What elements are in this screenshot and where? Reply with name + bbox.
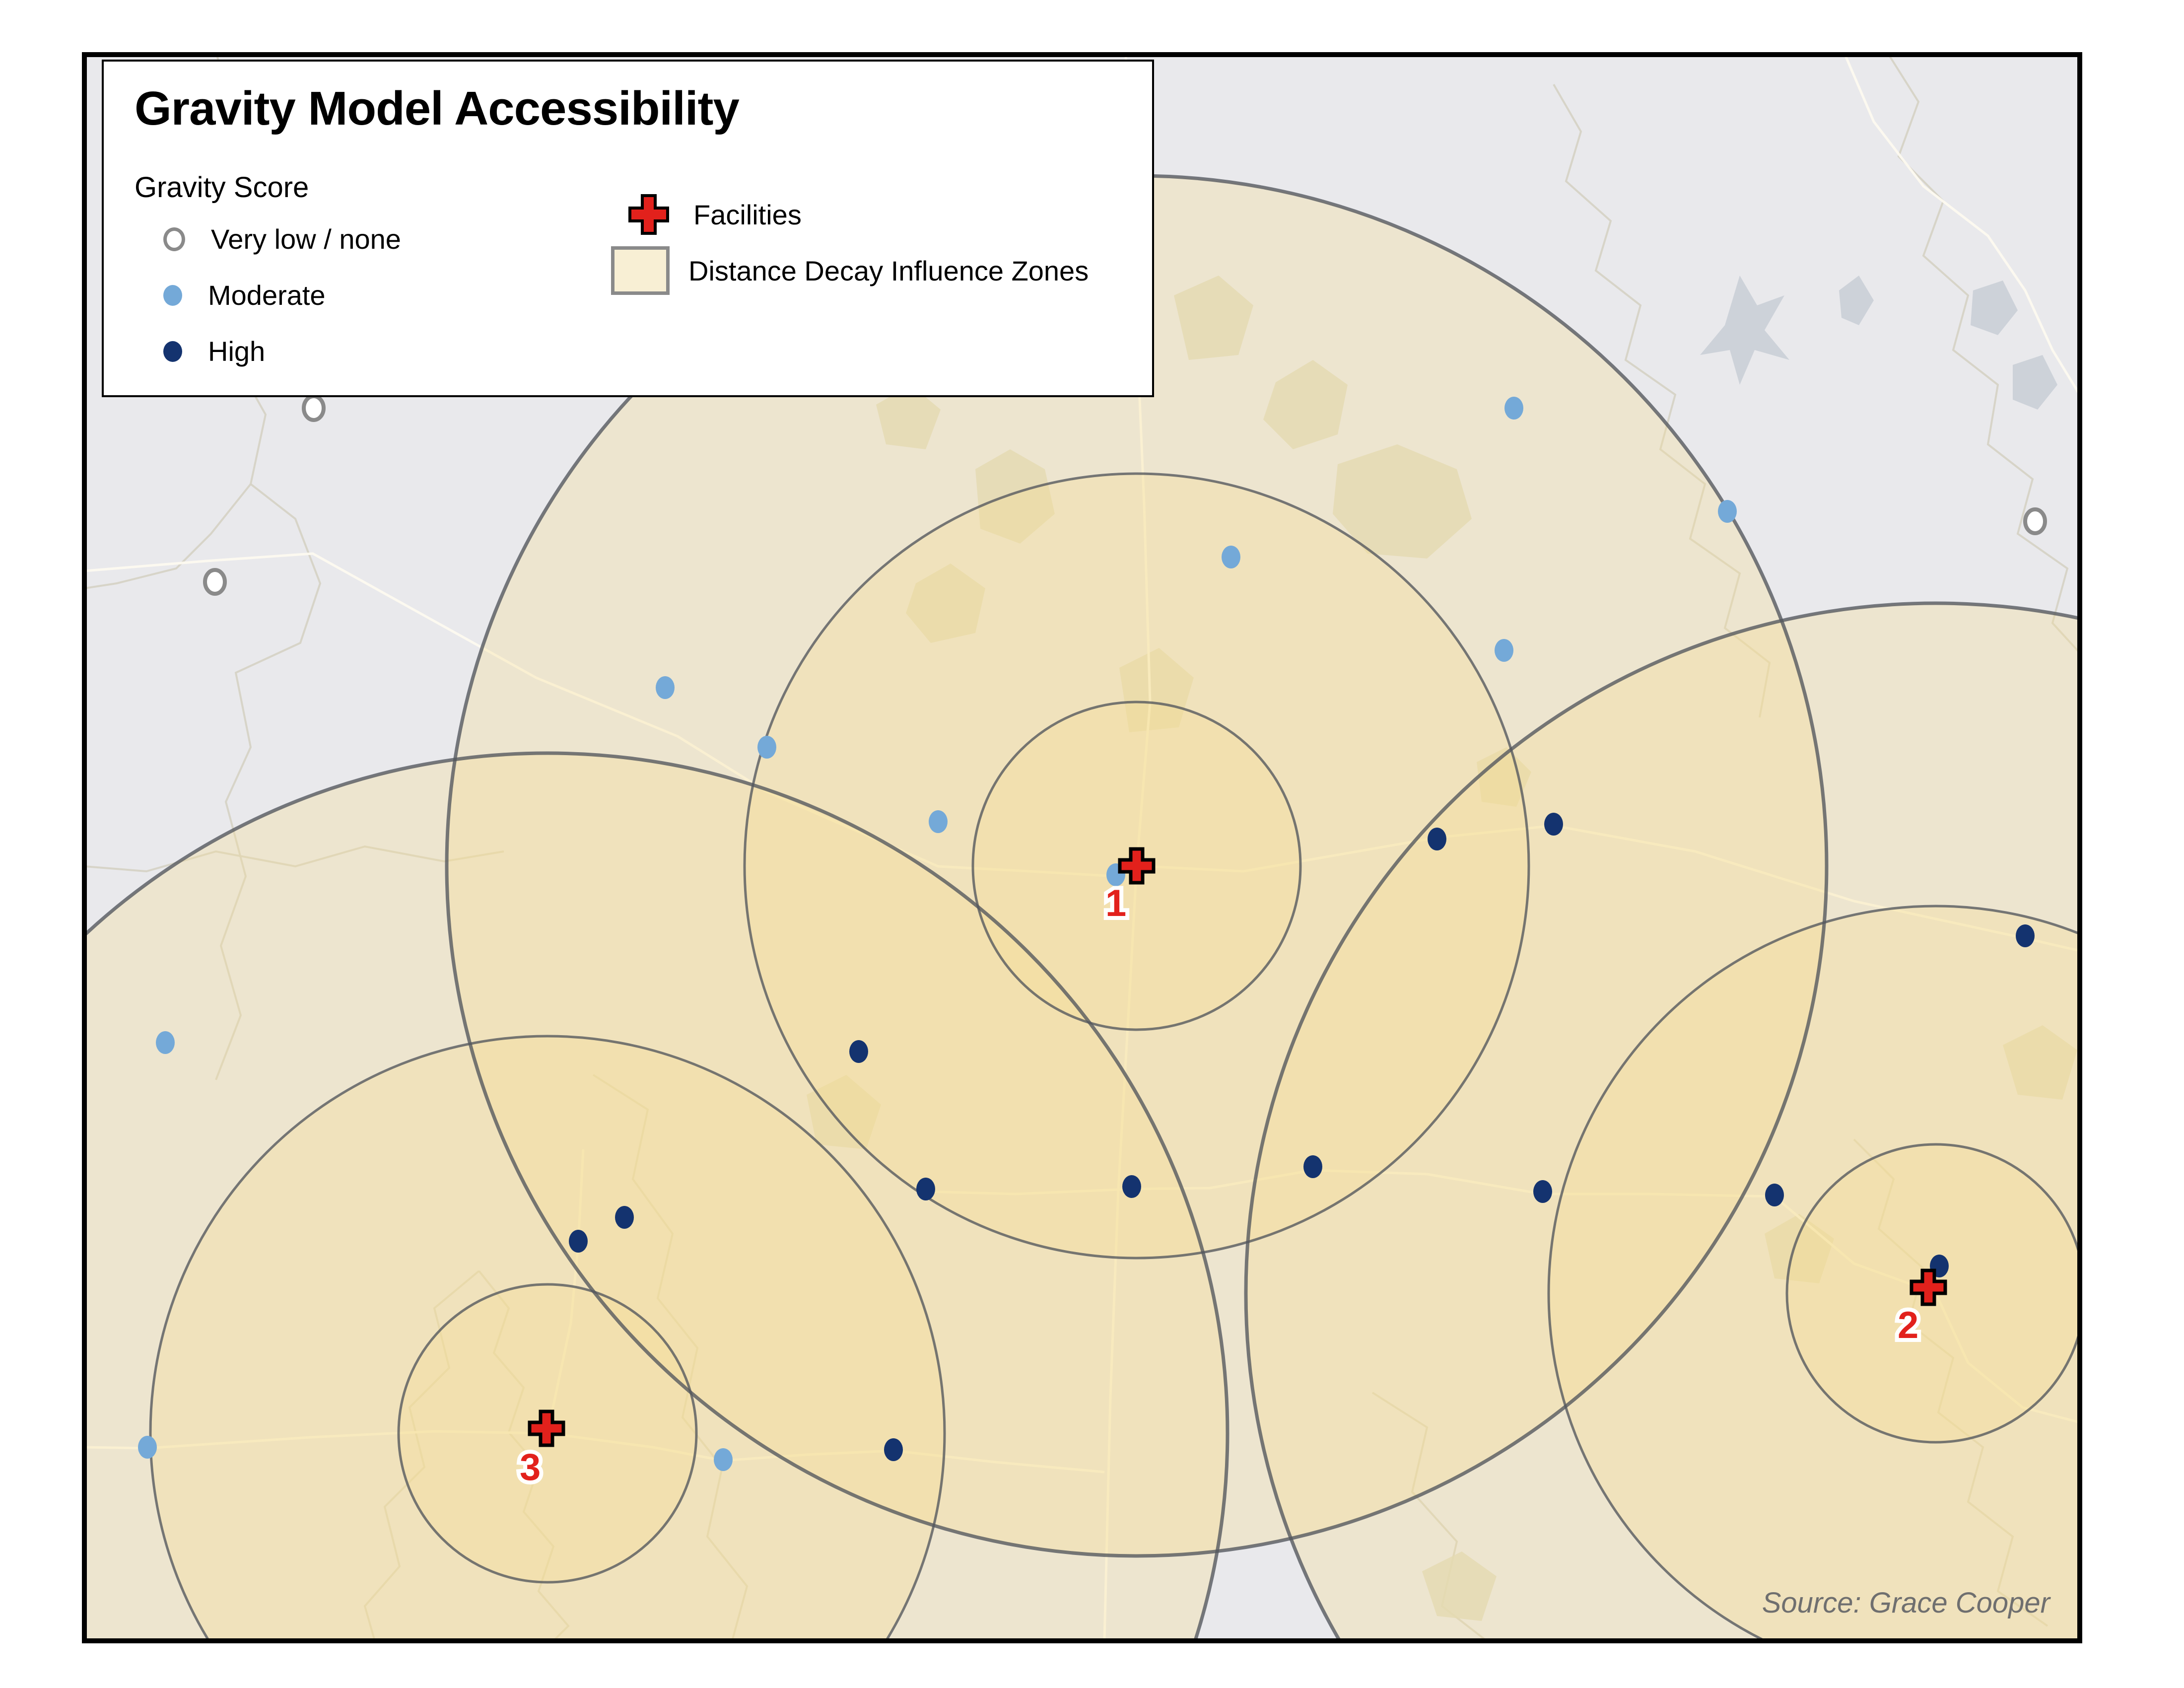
- legend-item-label: Very low / none: [211, 223, 401, 255]
- demand-point-high: [615, 1206, 634, 1229]
- map-frame: 1 2 3 Gravity Model Accessibility Gravity …: [82, 52, 2082, 1643]
- legend: Gravity Model Accessibility Gravity Scor…: [102, 60, 1154, 397]
- legend-item-facilities: Facilities: [626, 192, 802, 237]
- legend-item-zones: Distance Decay Influence Zones: [611, 246, 1089, 295]
- road-line: [1934, 1292, 2077, 1423]
- legend-item-label: Distance Decay Influence Zones: [688, 255, 1089, 286]
- vegetation-patch: [1333, 444, 1472, 559]
- influence-zone-fill-2: [1246, 603, 2077, 1638]
- demand-point-moderate: [1504, 397, 1523, 420]
- influence-ring-3: [87, 751, 1229, 1638]
- influence-zone-fill-3: [87, 753, 1228, 1638]
- gravity-score-heading: Gravity Score: [135, 171, 309, 204]
- demand-point-high: [1765, 1184, 1784, 1206]
- demand-point-high: [1303, 1155, 1322, 1178]
- road-line: [1844, 57, 2077, 393]
- demand-point-high: [1122, 1175, 1141, 1198]
- facility-marker-1: [1118, 847, 1156, 885]
- admin-boundary-line: [87, 845, 504, 873]
- demand-point-moderate: [1718, 500, 1737, 523]
- influence-ring-2: [1785, 1143, 2077, 1444]
- legend-item-moderate: Moderate: [163, 279, 326, 311]
- water-patch: [1839, 276, 1874, 325]
- demand-point-high: [1533, 1180, 1552, 1203]
- vegetation-patch: [876, 385, 941, 449]
- admin-boundary-line: [215, 483, 322, 1080]
- vegetation-patch: [906, 563, 985, 643]
- admin-boundary-line: [1853, 1138, 2048, 1627]
- demand-point-moderate: [1495, 639, 1513, 662]
- demand-point-very-low: [302, 394, 326, 422]
- influence-ring-3: [397, 1283, 698, 1584]
- facility-label-1: 1: [1105, 882, 1126, 924]
- admin-boundary-line: [478, 1270, 570, 1638]
- legend-item-label: Moderate: [208, 280, 326, 311]
- influence-ring-1: [743, 472, 1530, 1260]
- road-line: [1136, 824, 2077, 952]
- influence-ring-2: [1547, 905, 2077, 1638]
- demand-point-high: [569, 1230, 588, 1253]
- water-patch: [2013, 355, 2057, 410]
- demand-point-moderate: [138, 1436, 157, 1459]
- legend-item-very-low: Very low / none: [163, 223, 401, 255]
- influence-ring-1: [971, 701, 1302, 1031]
- demand-point-moderate: [929, 810, 948, 833]
- demand-point-high: [1428, 828, 1446, 850]
- demand-point-high: [2016, 924, 2035, 947]
- high-marker-icon: [163, 341, 182, 362]
- vegetation-patch: [1422, 1551, 1497, 1621]
- demand-point-moderate: [656, 676, 675, 699]
- demand-point-high: [916, 1178, 935, 1200]
- demand-point-moderate: [1222, 546, 1240, 568]
- demand-point-high: [1544, 813, 1563, 836]
- facility-label-2: 2: [1898, 1304, 1918, 1346]
- facility-marker-2: [1910, 1268, 1947, 1306]
- legend-item-high: High: [163, 335, 265, 367]
- legend-item-label: Facilities: [693, 199, 802, 230]
- road-line: [87, 552, 1138, 878]
- water-patch: [1700, 276, 1789, 385]
- demand-point-very-low: [203, 568, 227, 596]
- influence-zone-fill-2: [1549, 906, 2077, 1638]
- admin-boundary-line: [592, 1074, 749, 1638]
- influence-ring-2: [1244, 601, 2077, 1638]
- demand-point-high: [849, 1040, 868, 1063]
- facility-cross-icon: [628, 194, 669, 235]
- water-patch: [1971, 281, 2018, 335]
- influence-ring-3: [149, 1035, 946, 1638]
- legend-item-label: High: [208, 336, 266, 367]
- demand-point-moderate: [757, 736, 776, 759]
- demand-point-moderate: [714, 1448, 733, 1471]
- demand-point-very-low: [2023, 507, 2047, 535]
- vegetation-patch: [1477, 747, 1531, 807]
- demand-point-moderate: [156, 1031, 175, 1054]
- facility-marker-3: [528, 1409, 565, 1447]
- vegetation-patch: [1174, 276, 1253, 360]
- road-line: [925, 1169, 1936, 1295]
- page-title: Gravity Model Accessibility: [135, 82, 740, 135]
- vegetation-patch: [2003, 1025, 2077, 1100]
- vegetation-patch: [807, 1075, 881, 1149]
- very-low-marker-icon: [163, 227, 185, 251]
- vegetation-patch: [975, 449, 1055, 544]
- admin-boundary-line: [363, 1270, 480, 1638]
- moderate-marker-icon: [163, 284, 182, 306]
- facility-label-3: 3: [520, 1446, 541, 1488]
- influence-zone-swatch: [611, 246, 670, 295]
- influence-zone-fill-3: [150, 1036, 945, 1638]
- vegetation-patch: [1263, 360, 1348, 449]
- vegetation-patch: [1119, 648, 1194, 732]
- demand-point-high: [884, 1438, 903, 1461]
- road-line: [546, 1149, 585, 1434]
- admin-boundary-line: [1553, 83, 1771, 718]
- road-line: [87, 1430, 1105, 1474]
- source-credit: Source: Grace Cooper: [1762, 1587, 2050, 1619]
